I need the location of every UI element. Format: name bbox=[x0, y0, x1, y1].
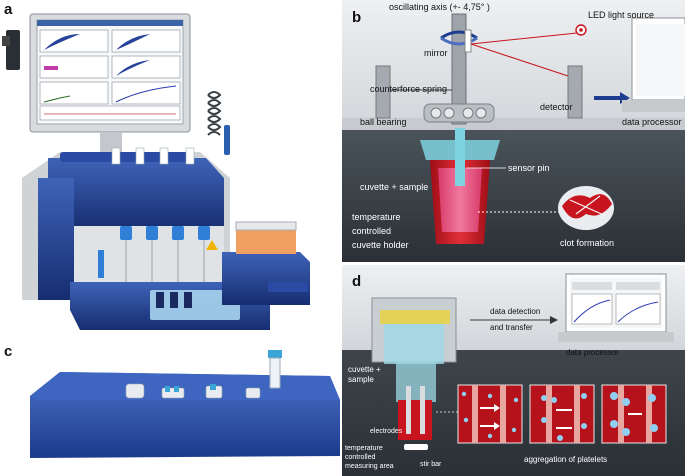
panel-label-b: b bbox=[352, 9, 361, 26]
d-data-processor-label: data processor bbox=[566, 348, 619, 357]
b-temperature-label: temperature bbox=[352, 212, 401, 222]
b-cuvette-sample-label: cuvette + sample bbox=[360, 182, 428, 192]
b-ball-bearing bbox=[423, 103, 495, 123]
b-clot-formation bbox=[558, 186, 614, 230]
panel-a-device bbox=[2, 13, 310, 330]
b-post-left bbox=[375, 65, 391, 119]
panel-d bbox=[342, 265, 685, 476]
d-and-transfer-label: and transfer bbox=[490, 323, 533, 332]
panel-b bbox=[342, 0, 685, 262]
tips-drawer bbox=[222, 252, 310, 305]
d-transfer-arrow bbox=[550, 316, 558, 324]
d-aggregation-panel-1 bbox=[457, 384, 523, 444]
d-temperature-label-1: temperature bbox=[345, 445, 383, 452]
b-ball-bearing-label: ball bearing bbox=[360, 117, 407, 127]
d-stir-bar bbox=[404, 444, 428, 450]
b-rotation-arrow bbox=[440, 30, 478, 40]
b-led-label: LED light source bbox=[588, 10, 654, 20]
b-data-processor-label: data processor bbox=[622, 117, 682, 127]
b-shaft bbox=[451, 13, 467, 125]
b-counterforce-spring-label: counterforce spring bbox=[370, 84, 447, 94]
panel-c-device bbox=[30, 350, 340, 458]
panel-label-c: c bbox=[4, 343, 12, 360]
b-lower-bg bbox=[342, 128, 685, 262]
d-electrode-2 bbox=[420, 386, 425, 434]
b-clot-formation-label: clot formation bbox=[560, 238, 614, 248]
b-detector-label: detector bbox=[540, 102, 573, 112]
c-sample-tube-cap bbox=[268, 350, 282, 358]
panel-label-d: d bbox=[352, 273, 361, 290]
d-temperature-label-3: measuring area bbox=[345, 463, 394, 470]
d-stir-bar-label: stir bar bbox=[420, 461, 442, 468]
b-sensor-pin-label: sensor pin bbox=[508, 163, 550, 173]
d-data-detection-label: data detection bbox=[490, 307, 540, 316]
b-mirror bbox=[464, 29, 472, 53]
monitor-stand bbox=[100, 132, 122, 152]
b-oscillating-axis-label: oscillating axis (+- 4,75° ) bbox=[389, 2, 490, 12]
b-cuvette-holder-label: cuvette holder bbox=[352, 240, 409, 250]
d-aggregation-panel-3 bbox=[601, 384, 667, 444]
device-body-top bbox=[48, 158, 224, 230]
b-mirror-label: mirror bbox=[424, 48, 448, 58]
d-electrode-1 bbox=[406, 386, 411, 434]
pipette-cable bbox=[207, 91, 222, 136]
pipette-tips bbox=[236, 228, 296, 254]
b-sensor-pin bbox=[455, 128, 465, 186]
d-aggregation-label: aggregation of platelets bbox=[524, 455, 607, 464]
d-electrodes-label: electrodes bbox=[370, 428, 403, 435]
b-cuvette-sample bbox=[438, 168, 482, 232]
panel-label-a: a bbox=[4, 1, 13, 18]
d-cuvette bbox=[396, 362, 436, 402]
b-light-ray-out bbox=[470, 43, 569, 77]
d-cuvette-sample-label-2: sample bbox=[348, 375, 374, 384]
b-detector bbox=[567, 65, 583, 119]
pipette bbox=[224, 125, 230, 155]
d-sample bbox=[398, 400, 432, 440]
b-light-ray-in bbox=[470, 32, 578, 45]
d-temperature-label-2: controlled bbox=[345, 454, 375, 461]
b-controlled-label: controlled bbox=[352, 226, 391, 236]
d-cuvette-sample-label-1: cuvette + bbox=[348, 365, 381, 374]
d-aggregation-panel-2 bbox=[529, 384, 595, 444]
